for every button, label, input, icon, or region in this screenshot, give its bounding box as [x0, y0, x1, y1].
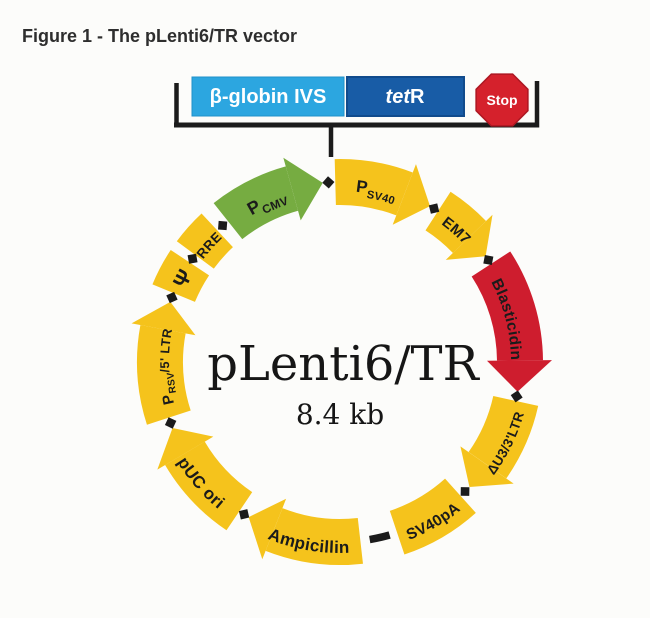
segment-body-blasticidin [471, 251, 543, 361]
tetr-box: tetR [346, 76, 465, 117]
segment-psi: Ψ [152, 249, 210, 302]
segment-junction-dot [187, 253, 198, 264]
segment-junction-dot [322, 176, 335, 189]
segment-body-em7 [425, 191, 487, 253]
figure-title: Figure 1 - The pLenti6/TR vector [22, 26, 297, 46]
segment-junction-dot [164, 417, 177, 429]
tetr-label: tetR [386, 86, 425, 108]
segment-body-sv40pa [389, 478, 476, 555]
segment-arrowhead-blasticidin [486, 360, 552, 392]
plasmid-name: pLenti6/TR [207, 336, 480, 392]
plasmid-size: 8.4 kb [296, 398, 384, 431]
segment-body-psi [152, 249, 210, 302]
tetr-label-regular: R [410, 86, 425, 108]
beta-globin-box: β-globin IVS [191, 76, 345, 117]
segment-body-rre [176, 213, 233, 269]
segment-arrowhead-psv40 [392, 164, 430, 225]
segment-junction-dot [238, 509, 250, 520]
segment-junction-dot [483, 255, 494, 266]
segment-junction-dot [166, 291, 178, 304]
segment-arrowhead-ampicillin [248, 498, 287, 560]
segment-arrowhead-puc-ori [157, 427, 214, 470]
segment-blasticidin: Blasticidin [471, 251, 552, 392]
segment-arrowhead-pcmv [283, 157, 323, 221]
segment-connector-dash [369, 531, 391, 544]
tetr-rect [346, 76, 465, 117]
segment-junction-dot [460, 487, 470, 496]
segment-ampicillin: Ampicillin [248, 498, 363, 565]
segment-body-prsv-5ltr [137, 325, 191, 425]
segment-junction-dot [428, 203, 440, 214]
segment-prsv-5ltr: PRSV/5' LTR [131, 301, 196, 425]
beta-globin-rect [191, 76, 345, 117]
segment-psv40: PSV40 [334, 159, 430, 225]
stop-octagon [475, 73, 529, 127]
segment-junction-dot [510, 390, 523, 403]
segment-body-psv40 [334, 159, 413, 216]
segment-arrowhead-em7 [445, 214, 493, 260]
segment-pcmv: PCMV [213, 157, 323, 240]
stop-label: Stop [486, 92, 517, 108]
construct-bracket [174, 81, 540, 157]
segment-body-puc-ori [165, 441, 253, 531]
beta-globin-label: β-globin IVS [210, 86, 327, 108]
tetr-label-italic: tet [386, 86, 412, 108]
segment-body-du3-3ltr [468, 395, 539, 479]
segment-arrowhead-prsv-5ltr [131, 301, 196, 336]
segment-body-ampicillin [265, 508, 363, 565]
segment-label-prsv-5ltr: PRSV/5' LTR [157, 327, 179, 406]
segment-body-pcmv [213, 166, 299, 240]
segment-em7: EM7 [425, 191, 493, 260]
stop-sign: Stop [475, 73, 529, 127]
segment-rre: RRE [176, 213, 233, 269]
segment-arrowhead-du3-3ltr [460, 446, 514, 488]
segment-junction-dot [218, 220, 228, 231]
